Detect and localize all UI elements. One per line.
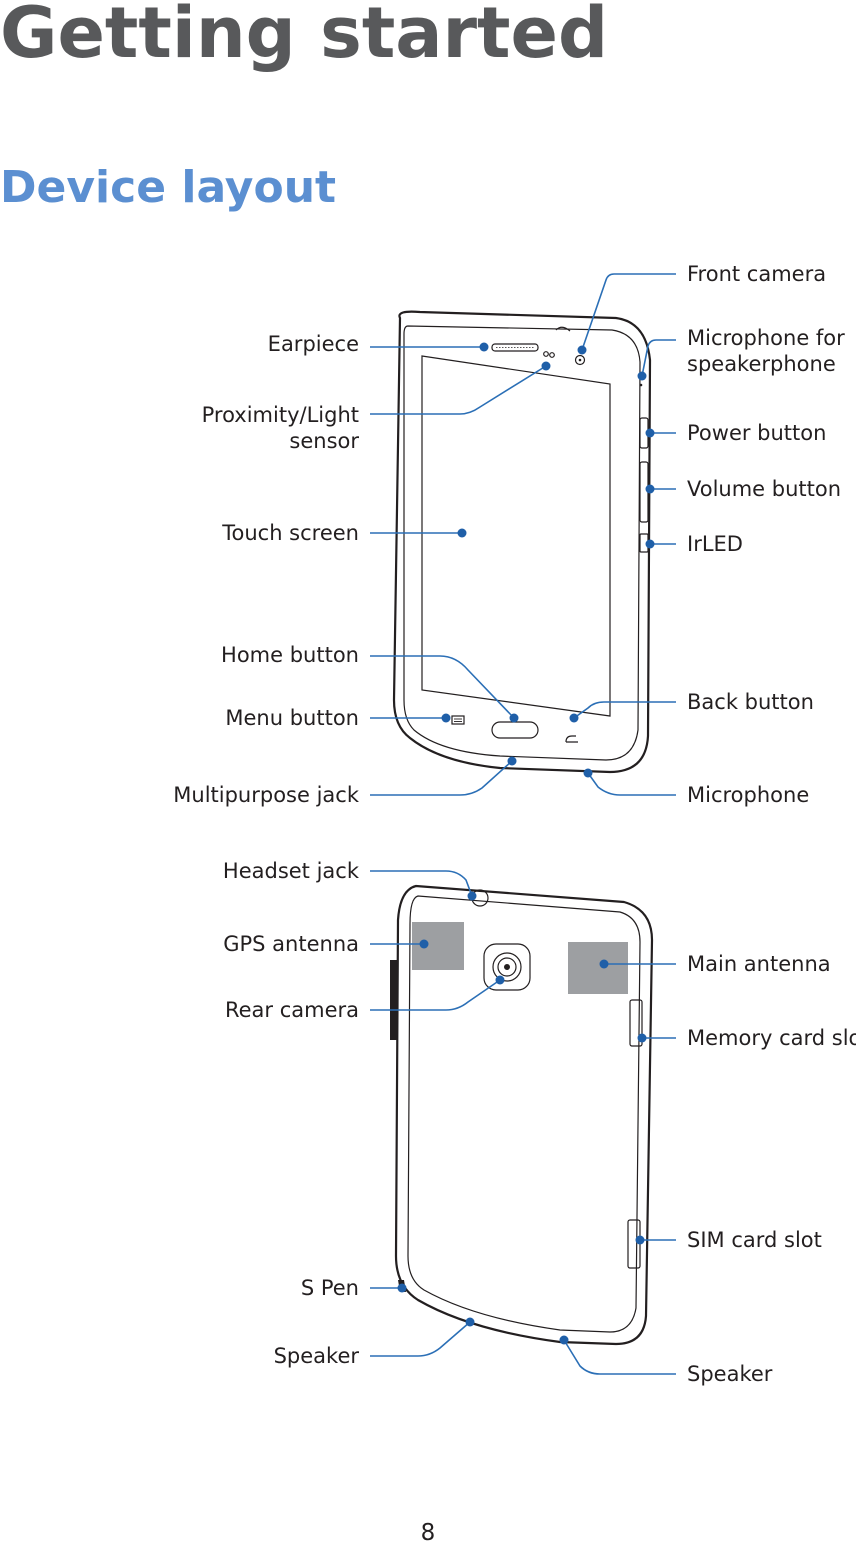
main-antenna-area [568, 942, 628, 994]
label-earpiece: Earpiece [267, 332, 359, 356]
earpiece-grille [491, 343, 539, 352]
label-speaker-right: Speaker [687, 1362, 773, 1386]
label-memory-card-slot: Memory card slot [687, 1026, 856, 1050]
label-speaker-left: Speaker [273, 1344, 359, 1368]
gps-antenna-area [412, 922, 464, 970]
back-key-shape [565, 735, 578, 743]
label-microphone: Microphone [687, 783, 810, 807]
label-gps-antenna: GPS antenna [223, 932, 359, 956]
label-irled: IrLED [687, 532, 743, 556]
label-s-pen: S Pen [300, 1276, 359, 1300]
menu-key-shape [451, 715, 465, 725]
chapter-title: Getting started [0, 0, 609, 74]
label-volume-button: Volume button [687, 477, 842, 501]
page-number: 8 [420, 1520, 436, 1546]
back-callout-lines [370, 870, 676, 1375]
front-device-illustration [392, 310, 652, 774]
front-camera-lens [574, 354, 586, 366]
label-multipurpose-jack: Multipurpose jack [173, 783, 359, 807]
label-touch-screen: Touch screen [222, 521, 359, 545]
label-front-camera: Front camera [687, 262, 827, 286]
label-power-button: Power button [687, 421, 827, 445]
memory-card-slot-shape [629, 999, 643, 1047]
label-headset-jack: Headset jack [222, 859, 359, 883]
label-menu-button: Menu button [225, 706, 359, 730]
back-device-illustration [390, 884, 654, 1346]
label-microphone-for-speakerphone: Microphone for speakerphone [687, 326, 845, 376]
rear-camera-housing [483, 943, 531, 991]
label-sim-card-slot: SIM card slot [687, 1228, 822, 1252]
section-title: Device layout [0, 162, 337, 213]
label-rear-camera: Rear camera [224, 998, 359, 1022]
s-pen-slot-edge [390, 960, 398, 1040]
front-callout-lines [370, 273, 676, 796]
label-back-button: Back button [687, 690, 814, 714]
touch-screen-area [421, 355, 611, 717]
label-main-antenna: Main antenna [687, 952, 831, 976]
label-home-button: Home button [221, 643, 359, 667]
label-proximity-light-sensor: Proximity/Light sensor [201, 403, 359, 453]
